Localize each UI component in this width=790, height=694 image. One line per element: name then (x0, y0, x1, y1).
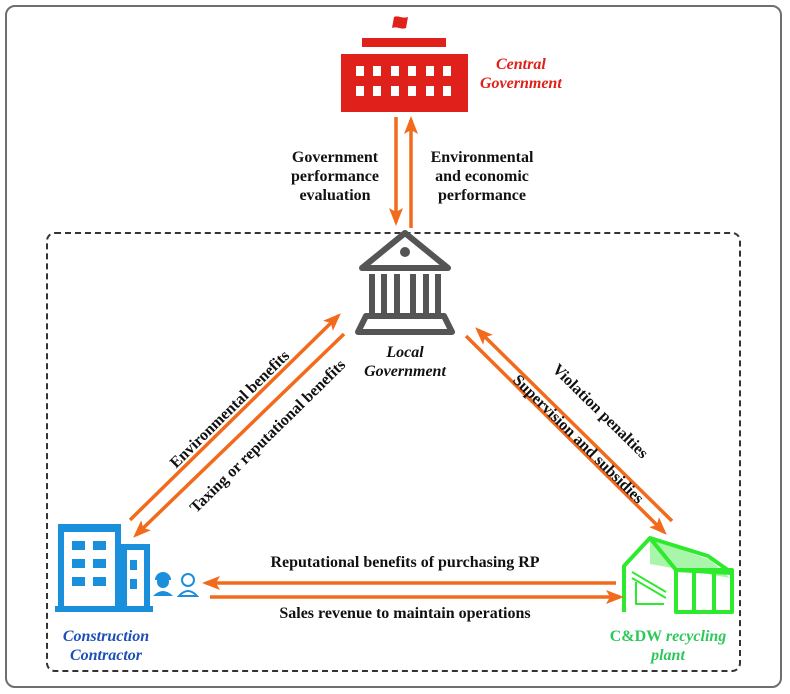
gov-eval-line2: performance (291, 168, 379, 185)
manager-icon (176, 573, 200, 597)
sales-revenue-label: Sales revenue to maintain operations (279, 605, 531, 622)
arrow-env-benefits (128, 313, 341, 522)
local-government-label-line2: Government (364, 363, 446, 380)
env-econ-line3: performance (438, 187, 526, 204)
local-government-label: Local Government (363, 343, 447, 381)
local-scope-boundary (46, 232, 741, 672)
outer-frame (5, 5, 782, 688)
gov-eval-line1: Government (291, 149, 379, 166)
recycling-plant-label-italic: recycling (665, 628, 727, 645)
arrows (128, 116, 674, 604)
construction-contractor-label-line1: Construction (62, 628, 150, 645)
gov-eval-line3: evaluation (299, 187, 371, 204)
recycling-plant-label-line2: plant (651, 647, 685, 664)
recycling-plant-label-bold: C&DW (609, 628, 662, 645)
arrow-supervision (464, 334, 667, 535)
env-econ-line2: and economic (435, 168, 529, 185)
central-government-label-line1: Central (495, 56, 546, 73)
env-econ-label: Environmental and economic performance (420, 148, 544, 205)
env-econ-line1: Environmental (430, 149, 534, 166)
recycling-plant-label: C&DW recycling plant (598, 627, 738, 665)
construction-contractor-label-line2: Contractor (69, 647, 142, 664)
arrow-violation (475, 327, 674, 523)
local-government-icon (355, 230, 455, 335)
central-government-label: Central Government (480, 55, 562, 93)
construction-building-icon (55, 524, 153, 612)
reputational-rp-label: Reputational benefits of purchasing RP (270, 554, 540, 571)
construction-contractor-label: Construction Contractor (56, 627, 156, 665)
gov-eval-label: Government performance evaluation (285, 148, 385, 205)
local-government-label-line1: Local (386, 344, 424, 361)
arrow-taxing (133, 332, 346, 538)
recycling-plant-icon (622, 536, 734, 614)
central-government-label-line2: Government (480, 75, 562, 92)
worker-icon (153, 572, 173, 596)
central-government-icon (341, 16, 468, 112)
flag-icon (392, 16, 408, 29)
